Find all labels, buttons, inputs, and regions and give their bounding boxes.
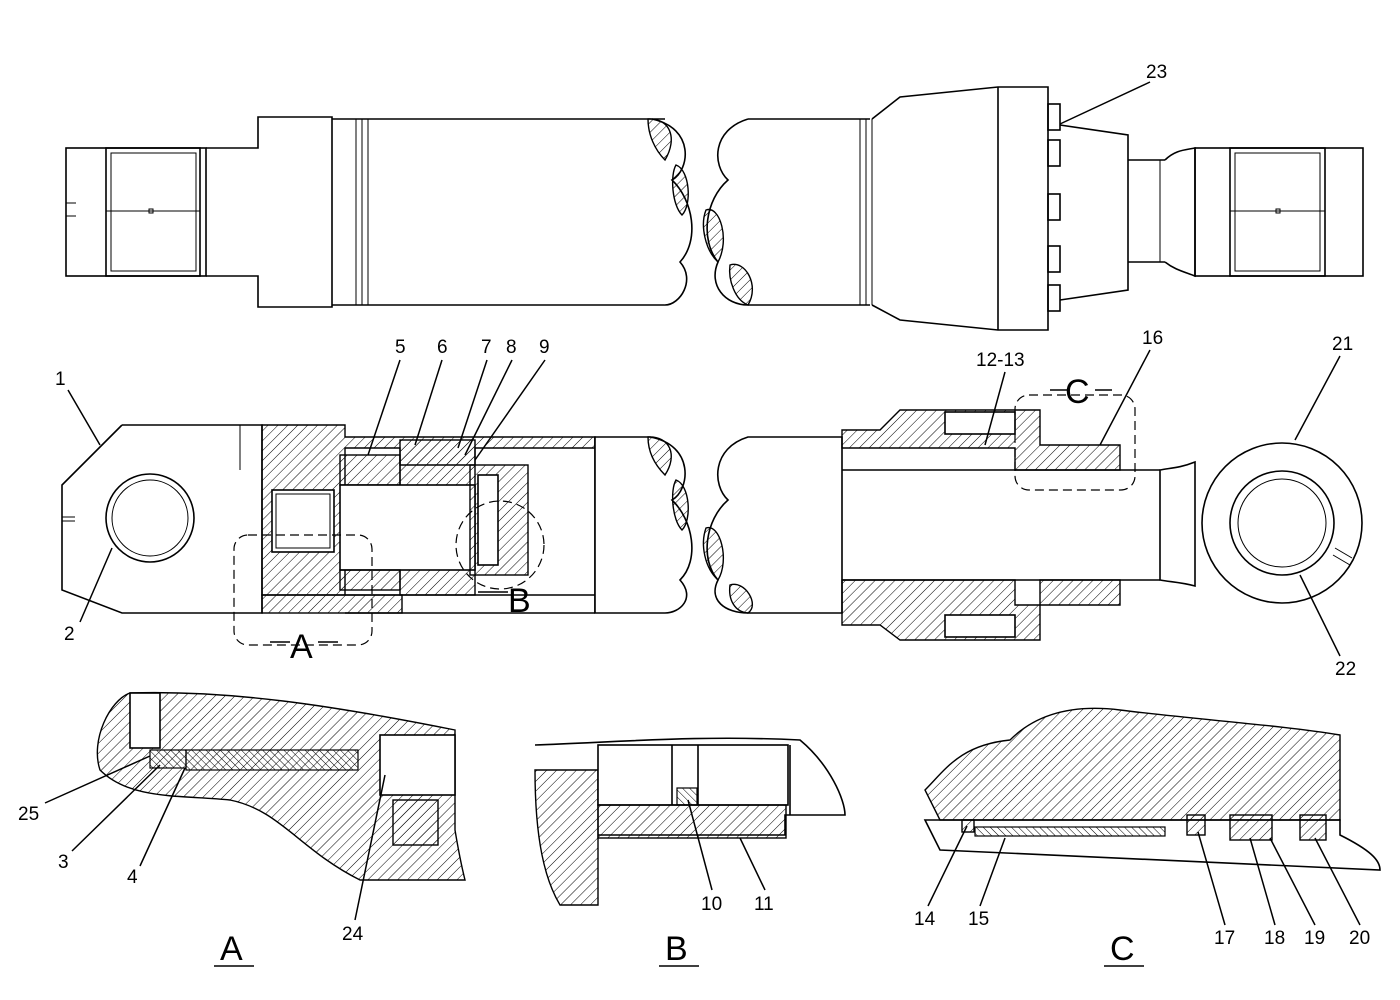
section-title-b: B (665, 930, 688, 968)
callout-2: 2 (64, 624, 75, 645)
callout-25: 25 (18, 804, 39, 825)
callout-12-13: 12-13 (976, 350, 1025, 371)
callout-11: 11 (754, 894, 774, 915)
detail-a (96, 691, 466, 881)
detail-markers: A B C (290, 373, 1090, 666)
callout-21: 21 (1332, 334, 1353, 355)
callout-24: 24 (342, 924, 364, 945)
detail-c (923, 707, 1381, 871)
callout-23: 23 (1146, 62, 1167, 83)
section-title-a: A (220, 930, 243, 968)
callout-22: 22 (1335, 659, 1356, 680)
callout-5: 5 (395, 337, 406, 358)
callout-16: 16 (1142, 328, 1163, 349)
callout-9: 9 (539, 337, 550, 358)
callout-4: 4 (127, 867, 138, 888)
callout-14: 14 (914, 909, 936, 930)
leader-lines (44, 81, 1361, 926)
callout-17: 17 (1214, 928, 1235, 949)
section-view (61, 394, 1363, 646)
detail-marker-a: A (290, 628, 313, 666)
callout-8: 8 (506, 337, 517, 358)
head-bolts (1047, 103, 1061, 312)
callout-3: 3 (58, 852, 69, 873)
section-title-c: C (1110, 930, 1135, 968)
callout-1: 1 (55, 369, 66, 390)
callout-19: 19 (1304, 928, 1325, 949)
detail-b (534, 737, 846, 906)
callout-10: 10 (701, 894, 722, 915)
callout-15: 15 (968, 909, 989, 930)
exterior-view (65, 86, 1364, 331)
callout-20: 20 (1349, 928, 1370, 949)
detail-marker-c: C (1065, 373, 1090, 411)
callout-18: 18 (1264, 928, 1285, 949)
callout-7: 7 (481, 337, 492, 358)
section-titles: A B C (214, 930, 1144, 968)
callout-labels: 1 2 5 6 7 8 9 12-13 16 21 22 23 25 3 4 2… (18, 62, 1370, 949)
callout-6: 6 (437, 337, 448, 358)
detail-marker-b: B (508, 582, 531, 620)
